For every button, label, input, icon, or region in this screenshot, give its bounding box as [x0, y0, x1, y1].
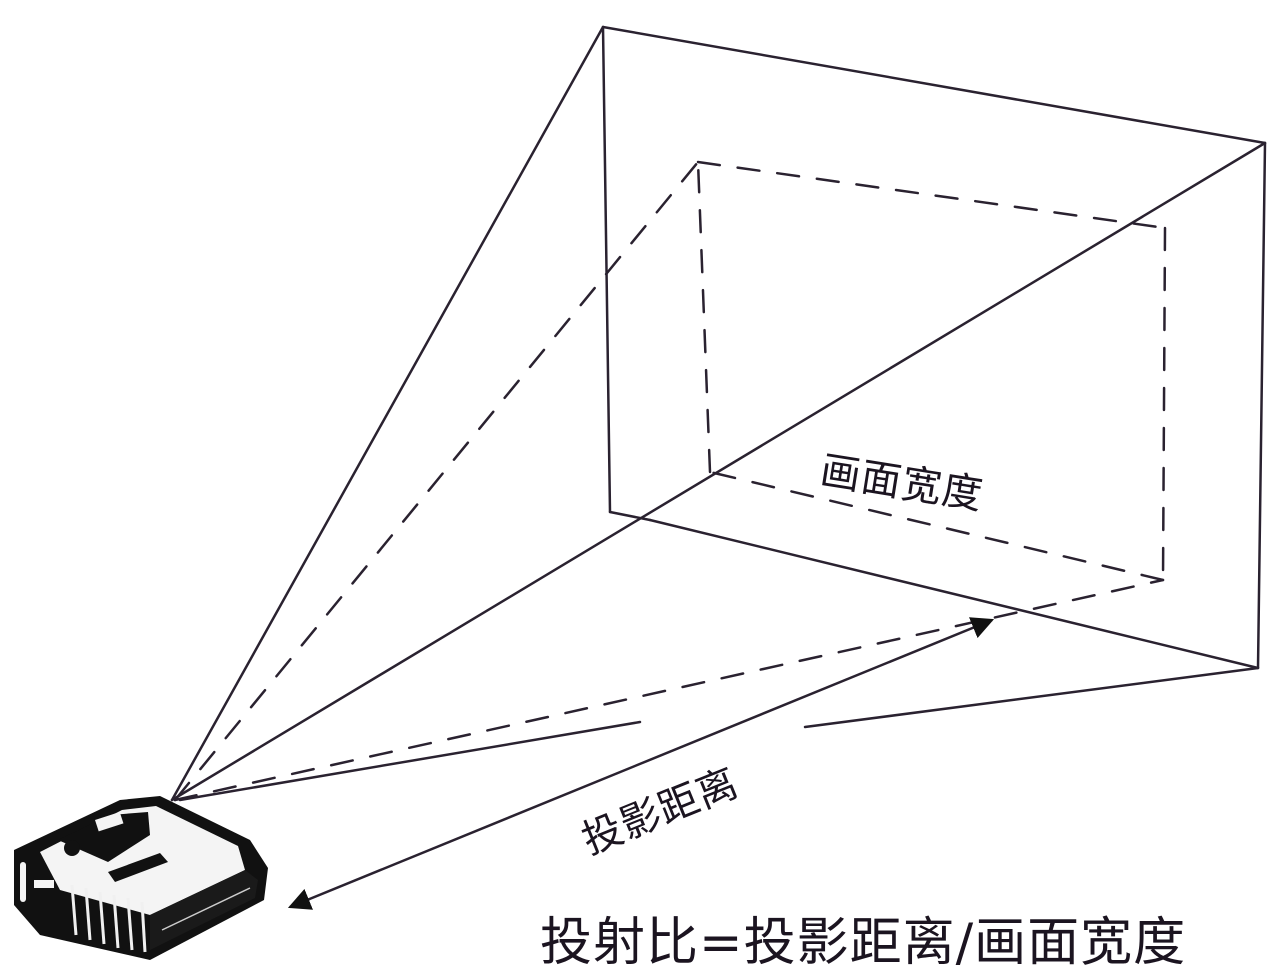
light-cone-dashed-lines [173, 160, 1165, 802]
image-area-dashed [696, 160, 1167, 582]
projection-distance-arrow [287, 617, 995, 910]
projector-icon [14, 796, 268, 960]
throw-ratio-formula: 投射比=投影距离/画面宽度 [540, 913, 1187, 973]
light-cone-solid-lines [170, 25, 1267, 802]
screen-outline [601, 25, 1267, 670]
